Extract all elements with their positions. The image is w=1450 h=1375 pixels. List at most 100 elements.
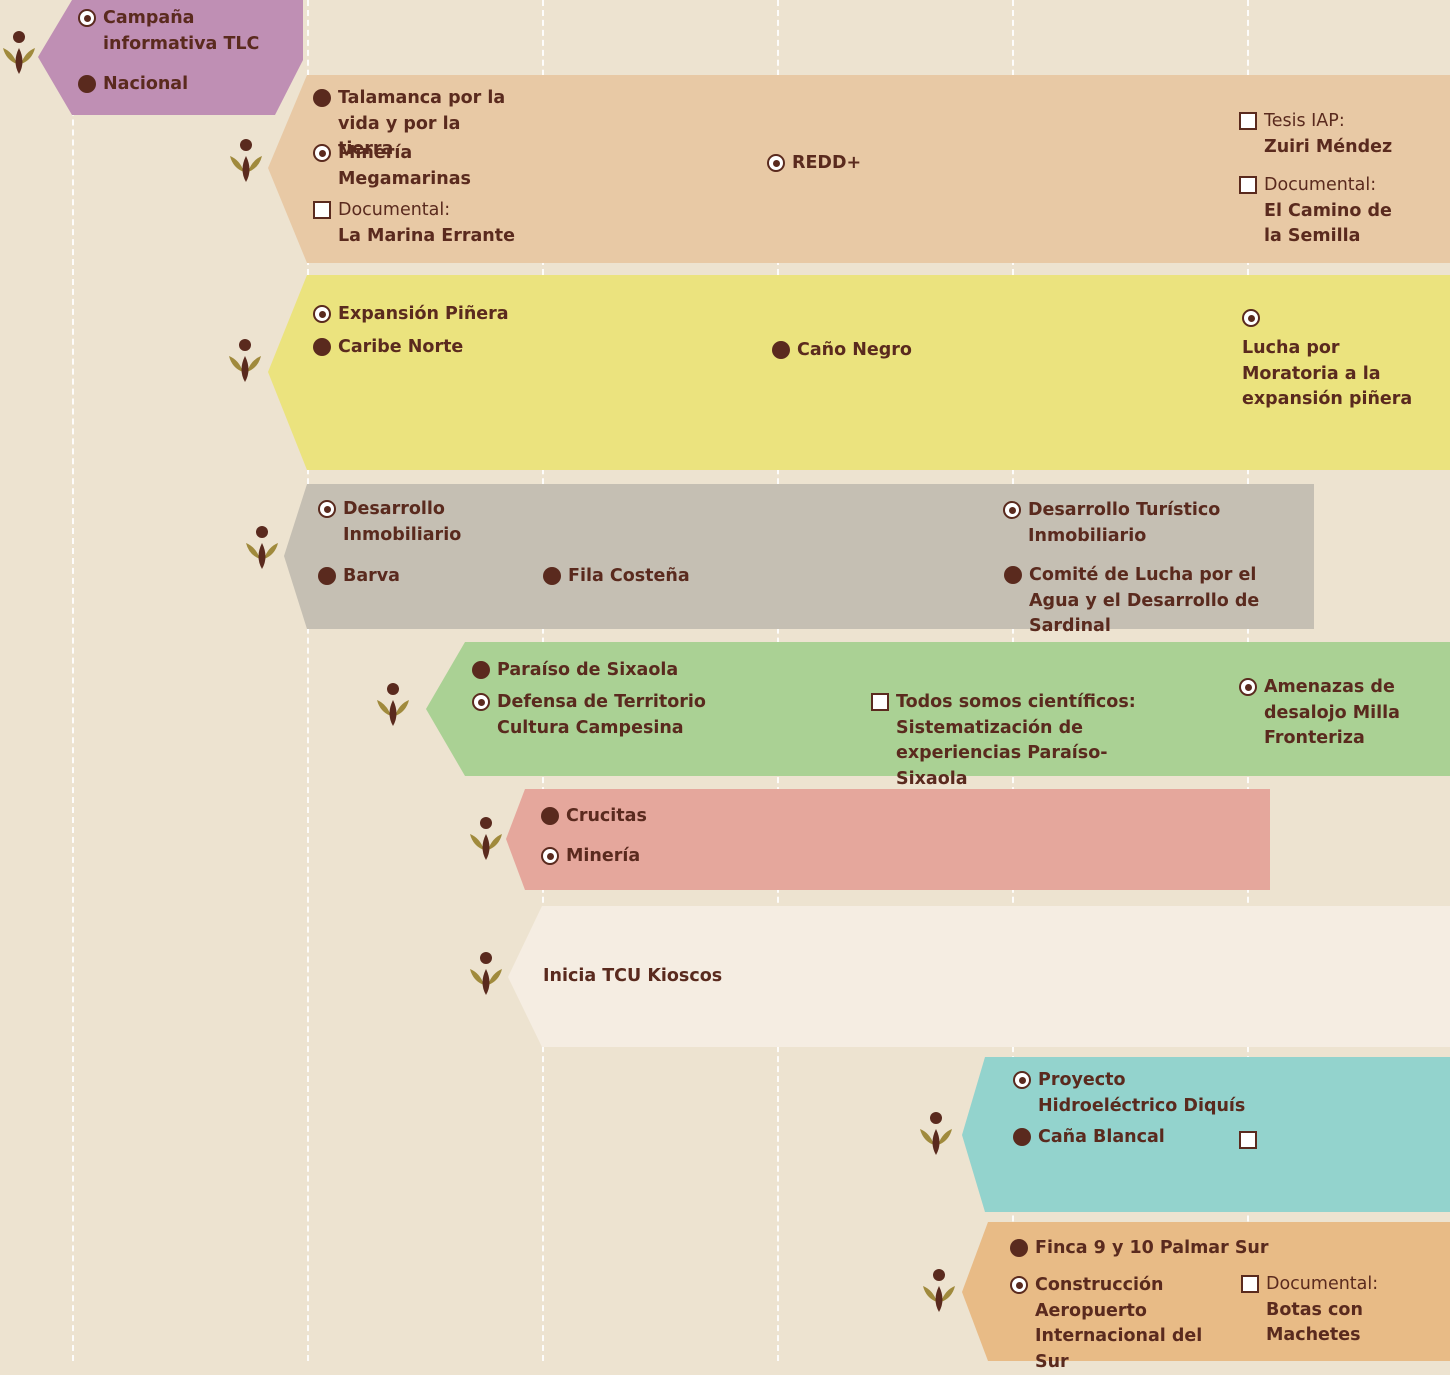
item-talamanca: Talamanca por la vida y por la tierra [313,86,513,163]
band-palmar-shape [962,1222,1450,1361]
item-mineria: Minería [541,844,640,870]
item-inicia-tcu: Inicia TCU Kioscos [543,964,722,990]
item-label: REDD+ [792,153,862,173]
item-label: Comité de Lucha por el Agua y el Desarro… [1029,565,1260,636]
item-campana-tlc: Campaña informativa TLC [78,6,263,57]
target-icon [313,305,331,323]
item-label: Desarrollo Inmobiliario [343,499,462,545]
item-label: Inicia TCU Kioscos [543,966,723,986]
item-desarrollo-turistico: Desarrollo Turístico Inmobiliario [1003,498,1228,549]
band-kioscos-shape [508,906,1450,1047]
item-label: Expansión Piñera [338,304,509,324]
person-figure-icon [229,339,261,382]
item-label: Paraíso de Sixaola [497,660,679,680]
band-diquis-shape [962,1057,1450,1212]
doc-label: Documental: [338,200,451,220]
dot-icon [543,567,561,585]
item-label: Crucitas [566,806,647,826]
item-label: Todos somos científicos: Sistematización… [896,692,1136,789]
dot-icon [1010,1239,1028,1257]
item-label: Minería [566,846,641,866]
target-icon [1010,1276,1028,1294]
person-figure-icon [230,139,262,182]
item-aeropuerto: Construcción Aeropuerto Internacional de… [1010,1273,1235,1375]
dot-icon [313,89,331,107]
dot-icon [318,567,336,585]
dot-icon [772,341,790,359]
doc-label: Documental: [1266,1274,1379,1294]
dot-icon [541,807,559,825]
item-label: Caribe Norte [338,337,464,357]
person-figure-icon [920,1112,952,1155]
timeline-guide [307,0,309,1361]
person-figure-icon [246,526,278,569]
item-barva: Barva [318,564,400,590]
item-label: Documental: El Camino de la Semilla [1264,173,1394,250]
item-label: Caño Negro [797,340,912,360]
item-nacional: Nacional [78,72,188,98]
item-crucitas: Crucitas [541,804,647,830]
band-campana-shape [38,0,303,115]
item-label: Proyecto Hidroeléctrico Diquís [1038,1070,1246,1116]
item-label: Caña Blancal [1038,1127,1165,1147]
item-paraiso-sixaola: Paraíso de Sixaola [472,658,678,684]
doc-title: Botas con Machetes [1266,1299,1363,1346]
target-icon [313,144,331,162]
target-icon [767,154,785,172]
doc-label: Documental: [1264,175,1377,195]
item-label: Desarrollo Turístico Inmobiliario [1028,500,1221,546]
person-figure-icon [470,952,502,995]
item-label: Amenazas de desalojo Milla Fronteriza [1264,677,1400,748]
item-label: Talamanca por la vida y por la tierra [338,88,506,159]
target-icon [1239,678,1257,696]
target-icon [1242,309,1260,327]
person-figure-icon [3,31,35,74]
band-sixaola-shape [426,642,1450,776]
item-defensa-territorio: Defensa de Territorio Cultura Campesina [472,690,712,741]
band-talamanca-shape [268,75,1450,263]
item-comite-sardinal: Comité de Lucha por el Agua y el Desarro… [1004,563,1299,640]
person-figure-icon [377,683,409,726]
item-label: Minería Megamarinas [338,143,471,189]
item-amenazas-desalojo: Amenazas de desalojo Milla Fronteriza [1239,675,1414,752]
target-icon [318,500,336,518]
item-label: Documental: La Marina Errante [338,198,515,249]
item-documental-marina: Documental: La Marina Errante [313,198,515,249]
document-box-icon [1239,112,1257,130]
item-label: Fila Costeña [568,566,690,586]
item-lucha-moratoria: Lucha por Moratoria a la expansión piñer… [1242,336,1442,413]
item-label: Documental: Botas con Machetes [1266,1272,1396,1349]
doc-title: Zuiri Méndez [1264,136,1393,157]
item-mineria-megamarinas: Minería Megamarinas [313,141,478,192]
document-box-icon [1241,1275,1259,1293]
document-box-icon [1239,1131,1257,1149]
item-desarrollo-inmobiliario: Desarrollo Inmobiliario [318,497,463,548]
document-box-icon [313,201,331,219]
item-fila-costena: Fila Costeña [543,564,690,590]
target-icon [1013,1071,1031,1089]
document-box-icon [871,693,889,711]
target-icon [472,693,490,711]
dot-icon [1004,566,1022,584]
item-label: Barva [343,566,400,586]
item-redd: REDD+ [767,151,861,177]
timeline-guide [72,0,74,1361]
dot-icon [78,75,96,93]
dot-icon [472,661,490,679]
doc-title: La Marina Errante [338,225,515,246]
target-icon [1003,501,1021,519]
item-label: Finca 9 y 10 Palmar Sur [1035,1238,1269,1258]
band-crucitas-shape [506,789,1270,890]
person-figure-icon [923,1269,955,1312]
band-inmobiliario-shape [284,484,1314,629]
item-finca-palmar: Finca 9 y 10 Palmar Sur [1010,1236,1269,1262]
person-figure-icon [470,817,502,860]
item-caribe-norte: Caribe Norte [313,335,463,361]
item-label: Lucha por Moratoria a la expansión piñer… [1242,338,1413,409]
band-pinera-shape [268,275,1450,470]
item-label: Nacional [103,74,189,94]
item-cana-blancal: Caña Blancal [1013,1125,1165,1151]
item-tesis-iap: Tesis IAP: Zuiri Méndez [1239,109,1392,160]
target-icon [78,9,96,27]
